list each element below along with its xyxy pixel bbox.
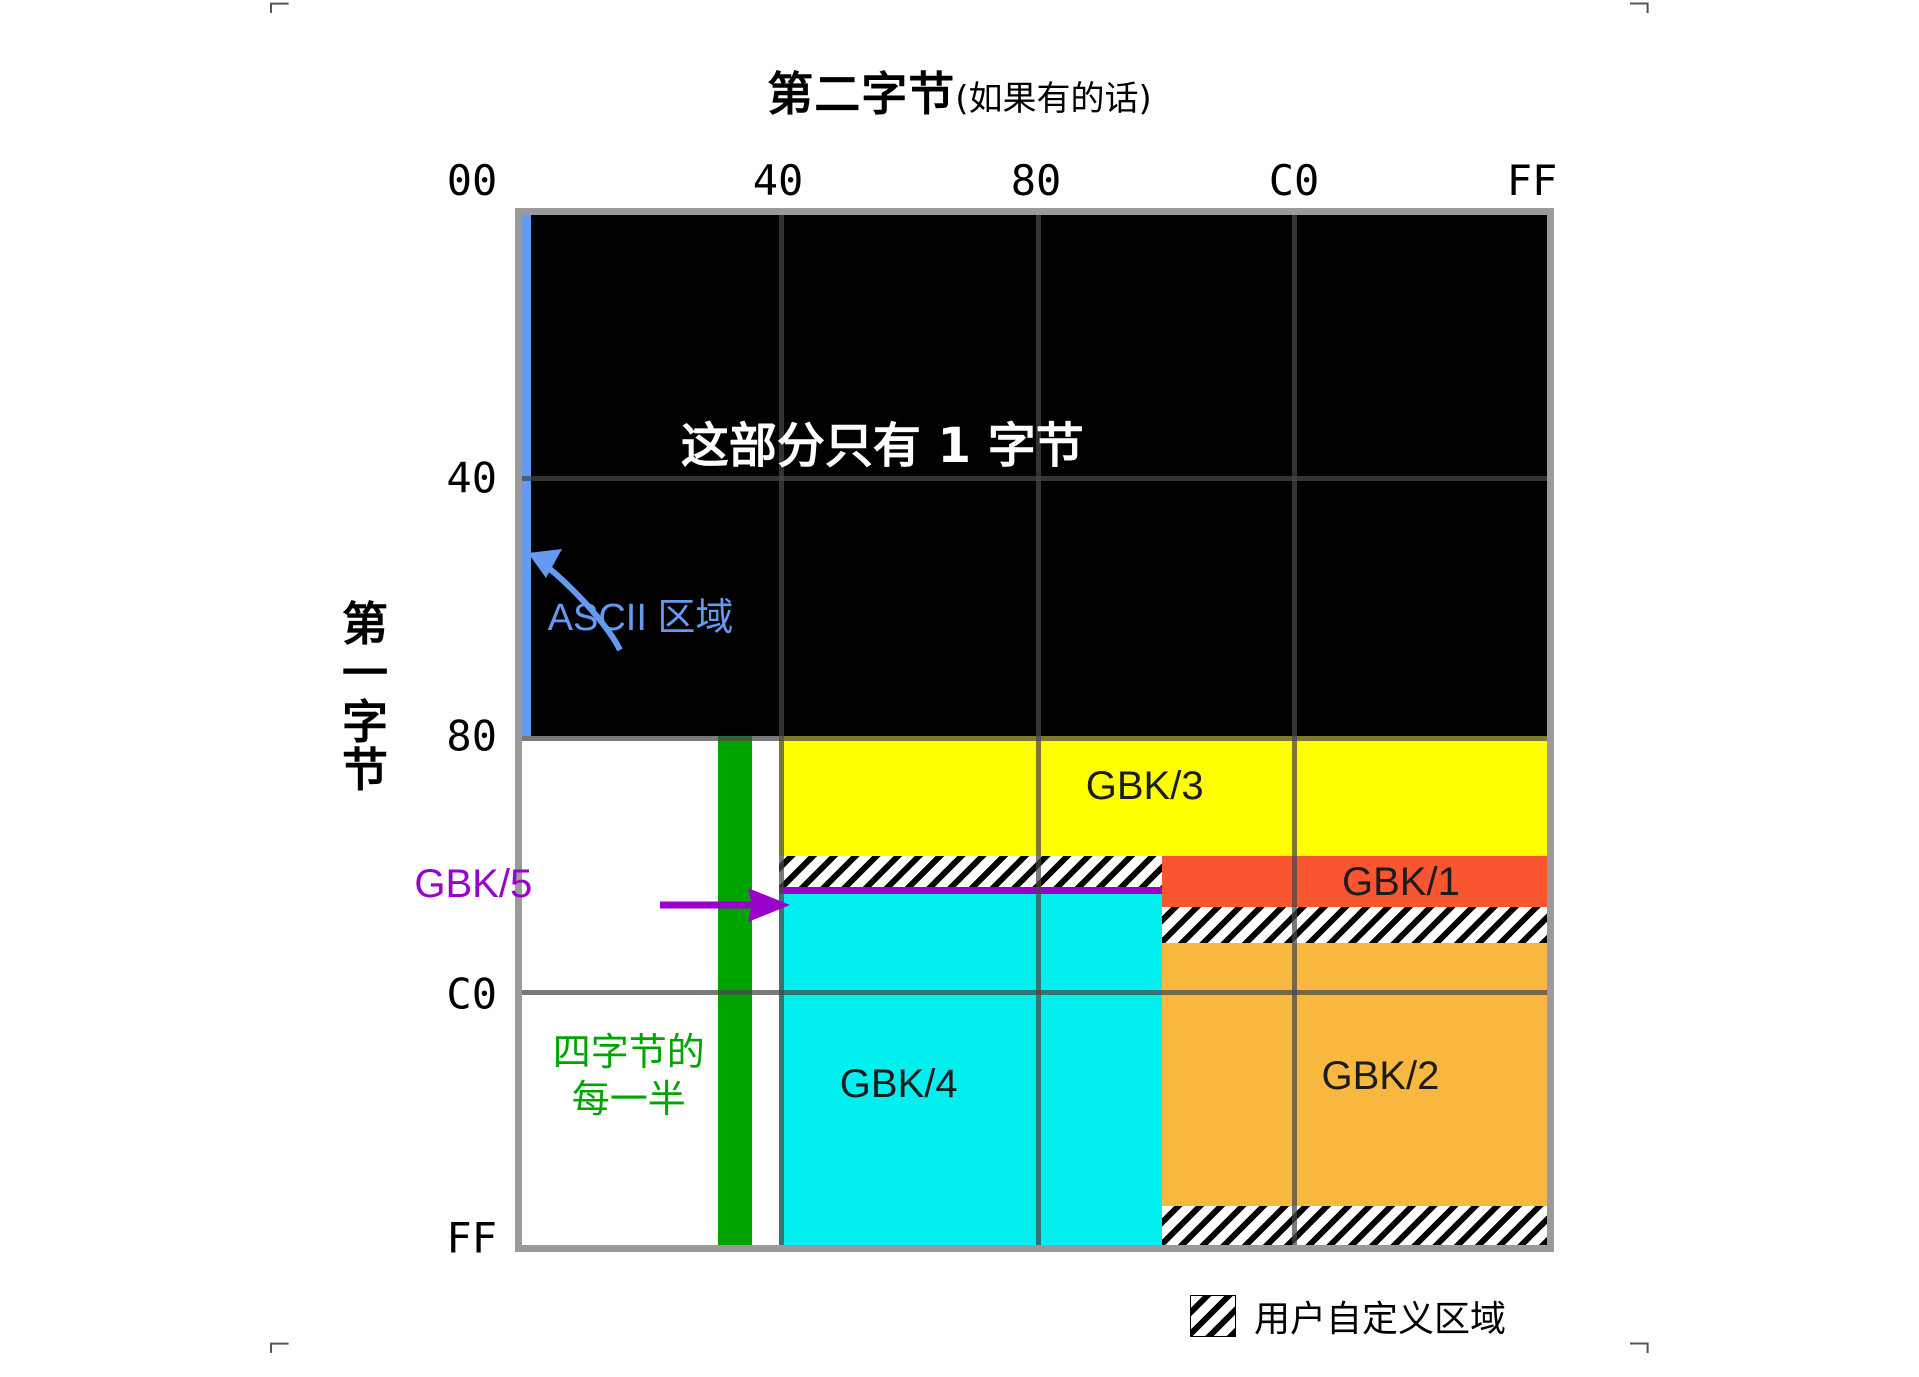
user-defined-strip-upper-right: [1161, 907, 1547, 944]
label-gbk5: GBK/5: [414, 861, 533, 906]
y-axis-label-char-1: 一: [342, 645, 388, 700]
y-axis-label-char-3: 节: [342, 743, 388, 798]
x-tick-00: 00: [446, 156, 498, 205]
gridline-y-C0: [522, 989, 1547, 995]
label-single-byte: 这部分只有 1 字节: [680, 417, 1084, 474]
encoding-map-plot: 这部分只有 1 字节 ASCII 区域 GBK/3 GBK/1 GBK/4 GB…: [414, 208, 1554, 1252]
y-tick-FF: FF: [446, 1213, 497, 1263]
label-ascii-region: ASCII 区域: [547, 596, 734, 639]
corner-bracket-top-right: ¬: [1628, 0, 1651, 26]
y-axis-label-char-0: 第: [342, 597, 388, 651]
label-gbk2: GBK/2: [1321, 1054, 1440, 1099]
label-four-byte-half: 四字节的 每一半: [553, 1029, 705, 1124]
label-gbk4: GBK/4: [839, 1061, 958, 1106]
x-tick-80: 80: [1010, 156, 1062, 205]
y-tick-80: 80: [446, 711, 497, 761]
label-gbk3: GBK/3: [1085, 763, 1204, 808]
y-tick-C0: C0: [446, 969, 497, 1019]
gridline-y-80: [522, 736, 1547, 742]
plot-inner: 这部分只有 1 字节 ASCII 区域 GBK/3 GBK/1 GBK/4 GB…: [414, 215, 1547, 1245]
gridline-x-C0: [1291, 215, 1297, 1245]
x-tick-FF: FF: [1506, 156, 1558, 205]
region-gbk3: [779, 736, 1547, 856]
x-tick-40: 40: [752, 156, 804, 205]
gridline-y-40: [522, 475, 1547, 481]
region-gbk1: [1161, 855, 1547, 908]
gridline-x-40: [779, 215, 785, 1245]
region-gbk2: [1161, 943, 1547, 1206]
user-defined-strip-bottom: [1161, 1205, 1547, 1245]
legend: 用户自定义区域: [1190, 1290, 1506, 1342]
label-four-byte-half-line1: 四字节的: [552, 1029, 705, 1074]
legend-label-user-defined: 用户自定义区域: [1254, 1299, 1507, 1340]
corner-bracket-bottom-left: ⌐: [268, 1321, 291, 1366]
label-gbk1: GBK/1: [1342, 859, 1460, 904]
y-axis-label: 第 一 字 节: [330, 600, 400, 795]
label-four-byte-half-line2: 每一半: [571, 1077, 686, 1122]
region-gbk4: [779, 892, 1162, 1245]
chart-title-main: 第二字节: [767, 67, 956, 121]
corner-bracket-bottom-right: ¬: [1628, 1321, 1651, 1366]
y-axis-label-char-2: 字: [342, 694, 388, 749]
chart-title-paren: (如果有的话): [955, 79, 1152, 119]
x-tick-C0: C0: [1268, 156, 1320, 205]
region-gbk5-line: [779, 886, 1162, 895]
corner-bracket-top-left: ⌐: [268, 0, 291, 26]
y-tick-40: 40: [446, 453, 497, 503]
legend-swatch-user-defined: [1190, 1295, 1236, 1337]
chart-title: 第二字节(如果有的话): [0, 58, 1919, 124]
gridline-x-80: [1035, 215, 1041, 1245]
